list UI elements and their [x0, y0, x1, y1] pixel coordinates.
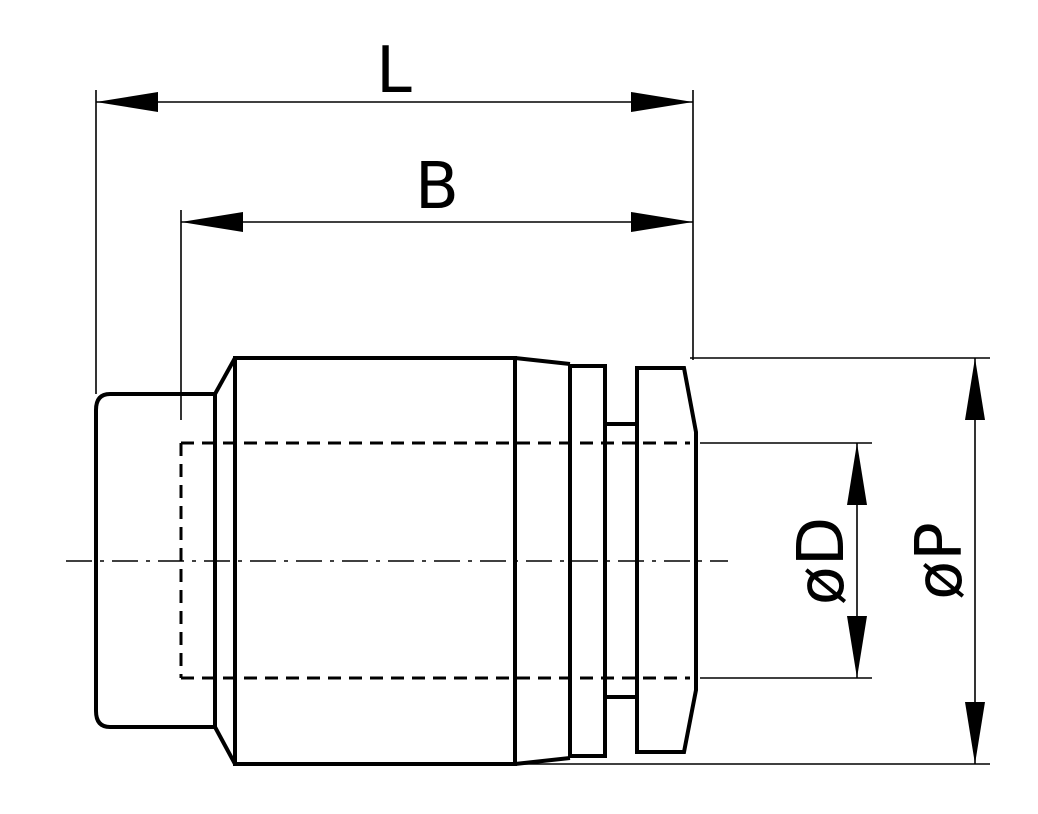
arrow-D-top [847, 443, 867, 505]
arrow-P-top [965, 358, 985, 420]
taper-collar [514, 356, 571, 766]
body-chamfer-top [213, 357, 237, 395]
label-B: B [415, 150, 459, 224]
arrow-P-bottom [965, 702, 985, 764]
plug-end-outline [94, 392, 215, 729]
arrow-L-right [631, 92, 693, 112]
main-body [233, 356, 517, 766]
label-D: øD [785, 517, 859, 605]
label-L: L [376, 34, 412, 108]
label-P: øP [903, 522, 977, 600]
body-chamfer-bottom [213, 726, 237, 765]
release-ring-2 [635, 366, 698, 754]
arrow-B-right [631, 212, 693, 232]
arrow-D-bottom [847, 616, 867, 678]
arrow-L-left [96, 92, 158, 112]
arrow-B-left [181, 212, 243, 232]
